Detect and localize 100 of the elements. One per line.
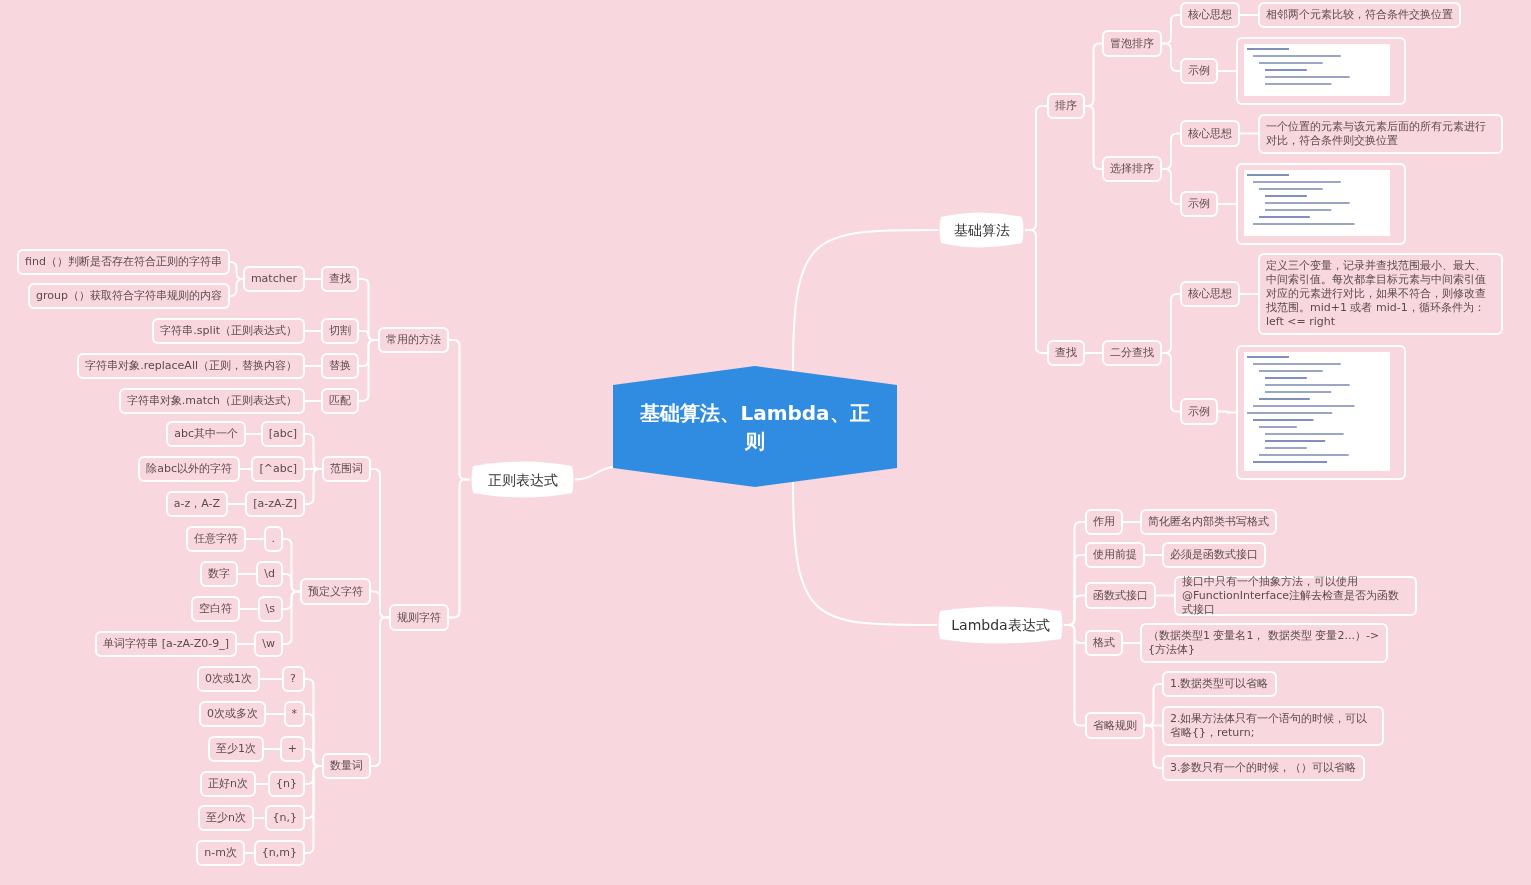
topic-box: group（）获取符合字符串规则的内容 <box>28 283 230 309</box>
code-screenshot <box>1236 37 1406 105</box>
topic-box: 1.数据类型可以省略 <box>1162 671 1277 697</box>
topic-box: 任意字符 <box>186 526 246 552</box>
main-topic: Lambda表达式 <box>937 605 1064 645</box>
topic-box: 数量词 <box>322 753 371 779</box>
topic-box: 匹配 <box>321 388 359 414</box>
topic-box: [a-zA-Z] <box>245 491 305 517</box>
topic-box: 相邻两个元素比较，符合条件交换位置 <box>1258 2 1461 28</box>
topic-box: n-m次 <box>196 840 245 866</box>
connector-line <box>1122 642 1141 644</box>
topic-box: 核心思想 <box>1180 120 1240 147</box>
connector-line <box>239 608 259 610</box>
connector-line <box>1122 521 1141 523</box>
topic-box: 常用的方法 <box>378 327 449 353</box>
topic-box: {n} <box>268 771 305 797</box>
topic-box: 函数式接口 <box>1085 582 1156 609</box>
topic-box: \s <box>257 596 283 622</box>
connector-line <box>263 748 281 750</box>
topic-box: 替换 <box>321 353 359 379</box>
topic-box: 简化匿名内部类书写格式 <box>1140 509 1277 535</box>
topic-box: 核心思想 <box>1180 281 1240 307</box>
connector-line <box>1155 594 1175 597</box>
topic-box: [abc] <box>260 421 305 447</box>
topic-box: {n,m} <box>253 840 305 866</box>
connector-line <box>245 538 265 540</box>
topic-box: 规则字符 <box>389 604 449 631</box>
code-screenshot <box>1236 163 1406 245</box>
topic-box: 格式 <box>1085 630 1123 656</box>
connector-line <box>244 852 255 854</box>
main-topic: 正则表达式 <box>470 460 575 499</box>
topic-box: \d <box>256 561 283 587</box>
topic-box: 范围词 <box>322 456 371 482</box>
connector-line <box>227 503 247 505</box>
topic-box: 选择排序 <box>1102 156 1162 182</box>
topic-box: 一个位置的元素与该元素后面的所有元素进行对比，符合条件则交换位置 <box>1258 114 1503 154</box>
topic-box: 单词字符串 [a-zA-Z0-9_] <box>95 631 237 657</box>
topic-box: 接口中只有一个抽象方法，可以使用@FunctionInterface注解去检查是否为函数式接口 <box>1174 576 1417 616</box>
connector-line <box>1161 42 1181 72</box>
connector-line <box>1024 229 1048 354</box>
connector-line <box>265 713 285 715</box>
connector-line <box>1239 293 1259 295</box>
connector-line <box>792 481 938 626</box>
topic-box: a-z，A-Z <box>165 491 228 517</box>
topic-box: 数字 <box>200 561 238 587</box>
topic-box: 至少n次 <box>198 805 254 831</box>
topic-box: 空白符 <box>191 596 240 622</box>
connector-line <box>282 590 301 645</box>
topic-box: 0次或多次 <box>199 701 266 727</box>
topic-box: 正好n次 <box>200 771 256 797</box>
topic-box: 省略规则 <box>1085 712 1145 739</box>
topic-box: 核心思想 <box>1180 2 1240 28</box>
connector-line <box>259 678 283 680</box>
connector-line <box>1217 70 1237 72</box>
topic-box: * <box>283 701 305 727</box>
connector-line <box>304 400 322 402</box>
topic-box: [^abc] <box>251 456 305 482</box>
code-screenshot <box>1236 345 1406 480</box>
connector-line <box>1084 352 1103 354</box>
topic-box: 二分查找 <box>1102 340 1162 366</box>
topic-box: 定义三个变量，记录并查找范围最小、最大、中间索引值。每次都拿目标元素与中间索引值对应的元素进行对比，如果不符合，则修改查找范围。mid+1 或者 mid-1，循环条件为：left <= right <box>1258 253 1503 335</box>
connector-line <box>1161 168 1181 205</box>
main-topic: 基础算法 <box>938 211 1025 249</box>
connector-line <box>239 468 253 470</box>
topic-box: 字符串对象.match（正则表达式） <box>118 388 305 414</box>
connector-line <box>1063 624 1086 727</box>
connector-line <box>237 573 258 575</box>
topic-box: 作用 <box>1085 509 1123 535</box>
topic-box: 除abc以外的字符 <box>138 456 240 482</box>
connector-line <box>1144 554 1163 556</box>
topic-box: （数据类型1 变量名1， 数据类型 变量2...）->{方法体} <box>1140 623 1388 663</box>
topic-box: 示例 <box>1180 58 1218 84</box>
topic-box: 3.参数只有一个的时候，（）可以省略 <box>1162 755 1365 781</box>
connector-line <box>229 278 244 297</box>
connector-line <box>253 817 266 819</box>
topic-box: 字符串对象.replaceAll（正则，替换内容） <box>77 353 305 379</box>
topic-box: {n,} <box>264 805 305 831</box>
topic-box: ? <box>282 666 305 692</box>
connector-line <box>1239 14 1259 16</box>
topic-box: 预定义字符 <box>300 578 371 605</box>
topic-box: abc其中一个 <box>166 421 246 447</box>
topic-box: 2.如果方法体只有一个语句的时候，可以省略{}，return; <box>1162 706 1384 746</box>
topic-box: 查找 <box>1047 340 1085 366</box>
topic-box: 至少1次 <box>208 736 264 762</box>
connector-line <box>255 783 270 785</box>
connector-line <box>1161 352 1181 413</box>
connector-line <box>358 339 379 402</box>
topic-box: . <box>263 526 283 552</box>
topic-box: + <box>279 736 305 762</box>
connector-line <box>304 330 322 332</box>
connector-line <box>236 643 256 645</box>
topic-box: 必须是函数式接口 <box>1162 542 1266 568</box>
topic-box: 查找 <box>321 266 359 292</box>
connector-line <box>1144 724 1163 769</box>
connector-line <box>792 229 939 372</box>
connector-line <box>1239 132 1259 135</box>
topic-box: 冒泡排序 <box>1102 30 1162 57</box>
connector-line <box>1217 203 1237 205</box>
topic-box: \w <box>254 631 283 657</box>
connector-line <box>304 365 322 367</box>
